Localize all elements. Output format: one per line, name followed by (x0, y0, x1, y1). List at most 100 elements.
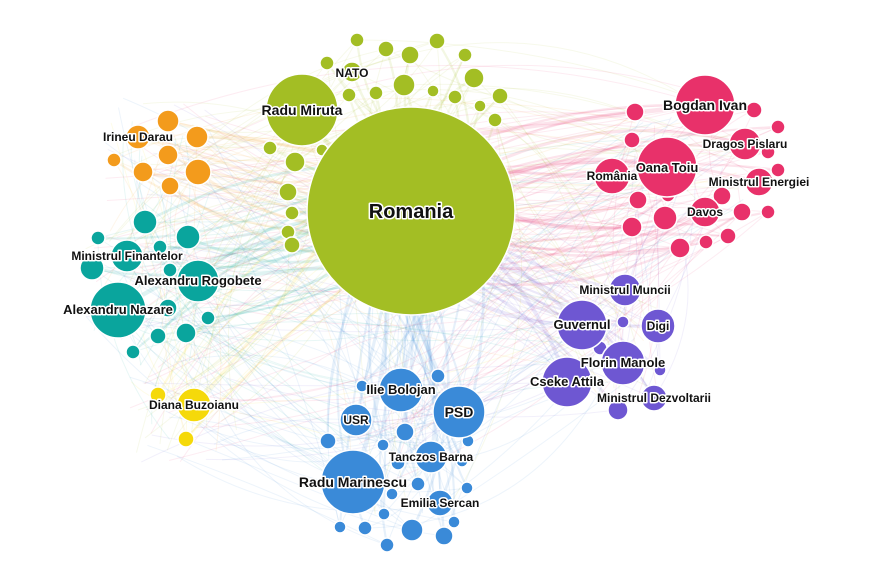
edge (144, 92, 377, 384)
edge (147, 445, 388, 546)
node (106, 152, 122, 168)
node (455, 454, 469, 468)
node (175, 322, 197, 344)
node (125, 344, 141, 360)
node (698, 234, 714, 250)
edge (117, 197, 636, 342)
node (434, 526, 454, 546)
node (390, 455, 406, 471)
edge (154, 245, 460, 413)
edge (151, 324, 583, 447)
node-label: Alexandru Rogobete (134, 273, 261, 288)
edge (103, 308, 469, 444)
edge (191, 335, 388, 546)
node-ministrul-dezvoltarii (640, 384, 668, 412)
node-bogdan-ivan (674, 74, 736, 136)
node (491, 87, 509, 105)
node-layer (79, 32, 786, 553)
edge (437, 182, 665, 377)
edge (389, 217, 666, 431)
edge (116, 318, 402, 391)
node (149, 327, 167, 345)
node-label: Guvernul (553, 317, 610, 332)
edge (169, 211, 769, 461)
node (463, 67, 485, 89)
node (652, 205, 678, 231)
node (284, 205, 300, 221)
node (90, 230, 106, 246)
node-label: Diana Buzoianu (149, 398, 239, 412)
edge (653, 205, 689, 399)
edge (85, 316, 455, 523)
node-radu-marinescu (320, 449, 386, 515)
node-label: Radu Miruta (262, 102, 343, 118)
node-oana-toiu (636, 136, 698, 198)
node-label: Emilia Sercan (401, 496, 480, 510)
node-dragos-pislaru (728, 127, 762, 161)
node (162, 262, 178, 278)
node (368, 85, 384, 101)
edge (499, 95, 744, 147)
node-label: România (587, 169, 638, 183)
edge (458, 122, 652, 413)
node-label: Irineu Darau (103, 130, 173, 144)
edge (141, 185, 171, 290)
node (623, 131, 641, 149)
node-florin-manole (600, 340, 646, 386)
node (712, 186, 732, 206)
node (621, 216, 643, 238)
node-label: Ministrul Dezvoltarii (597, 391, 711, 405)
node-label: Ilie Bolojan (366, 382, 435, 397)
edge (169, 416, 413, 531)
node (625, 102, 645, 122)
edge (225, 139, 633, 403)
node-label: NATO (336, 66, 369, 80)
edge (110, 122, 195, 406)
edge (376, 406, 419, 485)
edge (174, 354, 463, 462)
edge (129, 65, 706, 129)
node-irineu-darau (125, 124, 151, 150)
node (132, 161, 154, 183)
node (392, 73, 416, 97)
node (341, 87, 357, 103)
edge (617, 159, 696, 411)
node (426, 84, 440, 98)
node-label: Ministrul Finantelor (71, 249, 183, 263)
node (760, 204, 776, 220)
node-ilie-bolojan (378, 367, 424, 413)
edge (445, 119, 523, 511)
node (319, 55, 335, 71)
node (158, 298, 178, 318)
edge (176, 455, 441, 512)
node-label: Radu Marinescu (299, 474, 407, 490)
node (200, 310, 216, 326)
node (447, 515, 461, 529)
node (132, 209, 158, 235)
node (628, 190, 648, 210)
node-cseke-attila (541, 356, 593, 408)
node-label: Oana Toiu (636, 160, 699, 175)
node (732, 202, 752, 222)
node (770, 119, 786, 135)
edge (382, 208, 691, 446)
node (278, 182, 298, 202)
node (157, 144, 179, 166)
edge (139, 182, 439, 377)
edge (657, 167, 724, 327)
edge (227, 377, 619, 418)
edge (205, 381, 568, 461)
node-label: Ministrul Muncii (579, 283, 670, 297)
edge (356, 139, 633, 439)
node (156, 109, 180, 133)
node (175, 224, 201, 250)
node (487, 112, 503, 128)
node (669, 237, 691, 259)
node (376, 438, 390, 452)
node-label: Bogdan Ivan (663, 97, 747, 113)
edge (145, 211, 743, 411)
edge (144, 221, 351, 457)
node-label: Cseke Attila (530, 374, 605, 389)
edge (398, 211, 706, 431)
